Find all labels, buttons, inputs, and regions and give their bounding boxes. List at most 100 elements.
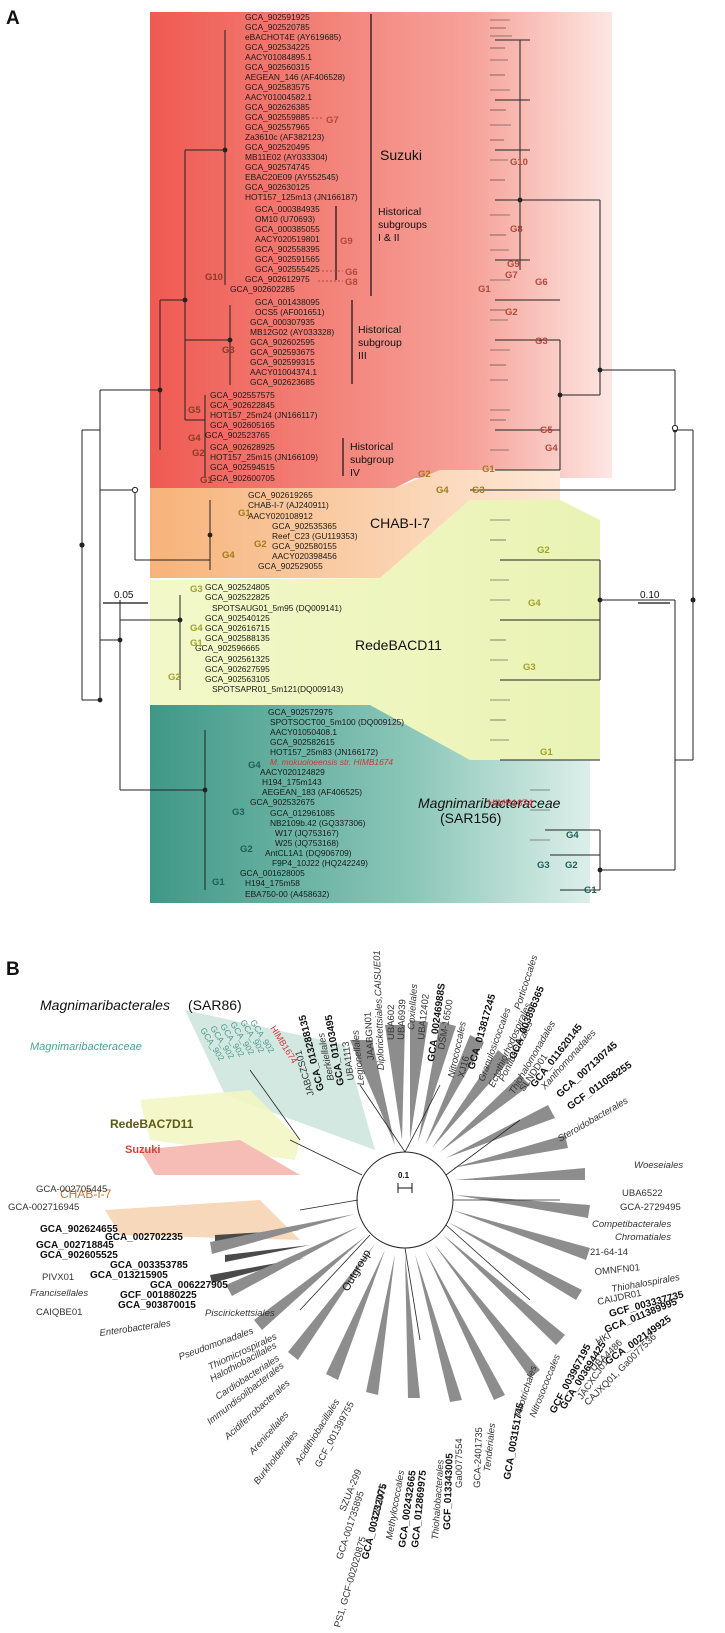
group-label: G8 [345, 277, 358, 288]
leaf-label: H194_175m58 [245, 878, 300, 888]
leaf-label: AACY01084895.1 [245, 52, 312, 62]
group-label: G4 [528, 598, 541, 609]
taxon-label: GCF_013343005 [442, 1453, 456, 1530]
clade-label-hist: subgroup [350, 454, 394, 466]
leaf-label: GCA_902599315 [250, 357, 315, 367]
group-label: G6 [535, 277, 548, 288]
taxon-label: PIVX01 [42, 1272, 74, 1283]
leaf-label: H194_175m143 [262, 777, 322, 787]
leaf-label: AACY01050408.1 [270, 727, 337, 737]
leaf-label: GCA_902560315 [245, 62, 310, 72]
group-label: G8 [510, 224, 523, 235]
leaf-label: GCA_902558395 [255, 244, 320, 254]
group-label: G2 [418, 469, 431, 480]
leaf-label: GCA_902532675 [250, 797, 315, 807]
magni-leaves: GCA_902572975 SPOTSOCT00_5m100 (DQ009125… [240, 707, 404, 899]
group-label: G2 [240, 844, 253, 855]
group-label: G3 [232, 807, 245, 818]
clade-label-rede: RedeBACD11 [355, 637, 442, 653]
leaf-label: GCA_902557965 [245, 122, 310, 132]
open-node [671, 424, 679, 432]
group-label: G3 [222, 345, 235, 356]
taxon-label: GCA-002716945 [8, 1202, 79, 1213]
group-label: G1 [478, 284, 491, 295]
clade-label-hist: subgroup [358, 337, 402, 349]
title-magnimaribacterales: Magnimaribacterales [40, 997, 170, 1013]
leaf-label: GCA_902540125 [205, 613, 270, 623]
clade-label-hist: Historical [378, 206, 421, 218]
leaf-label: GCA_902593675 [250, 347, 315, 357]
group-label: G10 [205, 272, 223, 283]
taxon-label: Ga0077554 [454, 1438, 465, 1488]
clade-bars [335, 14, 372, 476]
leaf-label: AEGEAN_183 (AF406525) [262, 787, 362, 797]
leaf-label: AACY01004374.1 [250, 367, 317, 377]
leaf-label: GCA_001628005 [240, 868, 305, 878]
leaf-label: MB11E02 (AY033304) [245, 152, 328, 162]
taxon-label: Competibacterales [592, 1219, 671, 1230]
clade-label-hist: IV [350, 467, 360, 479]
group-label: G1 [540, 747, 553, 758]
leaf-label: Za3610c (AF382123) [245, 132, 324, 142]
leaf-label: NB2109b.42 (GQ337306) [270, 818, 366, 828]
leaf-label: GCA_902561325 [205, 654, 270, 664]
taxon-label: Thiohalospirales [611, 1272, 681, 1295]
scale-label-right: 0.10 [640, 590, 660, 601]
leaf-label: EBAC20E09 (AY552545) [245, 172, 339, 182]
right-tree [470, 39, 694, 891]
leaf-label: GCA_902572975 [268, 707, 333, 717]
himb-label-right: HIMB1674 [488, 798, 533, 809]
leaf-label: CHAB-I-7 (AJ240911) [248, 500, 329, 510]
leaf-label: AACY020519801 [255, 234, 320, 244]
leaf-label: F9P4_10J22 (HQ242249) [272, 858, 368, 868]
left-tree-nodes [79, 147, 233, 793]
group-label: G1 [200, 475, 213, 486]
group-label: G5 [188, 405, 201, 416]
leaf-label: GCA_902600705 [210, 473, 275, 483]
taxon-label: UBA12402 [416, 993, 432, 1040]
leaf-label: GCA_000384935 [255, 204, 320, 214]
taxon-label: JAABGN01 [363, 1011, 377, 1060]
group-labels-right: G10 G8 G9 G7 G6 G1 G2 G3 G5 G4 G2 G1 G4 … [418, 157, 597, 896]
leaf-label: GCA_902605165 [210, 420, 275, 430]
taxon-label: GCA_903870015 [118, 1300, 196, 1311]
taxon-label: UBA6522 [622, 1188, 663, 1199]
label-magnimaribacteraceae: Magnimaribacteraceae [30, 1041, 142, 1053]
teal-genome-labels: GCA_902 GCA_902 GCA_902 GCA_902 GCA_902 … [198, 1018, 276, 1063]
group-label: G1 [482, 464, 495, 475]
leaf-label: GCA_902596665 [195, 643, 260, 653]
leaf-label: HOT157_25m83 (JN166172) [270, 747, 378, 757]
leaf-label: eBACHOT4E (AY619685) [245, 32, 341, 42]
leaf-label: GCA_902591925 [245, 12, 310, 22]
group-label: G7 [505, 270, 518, 281]
group-dash-lines [308, 117, 343, 282]
right-labels: Thiotrichales Nitrosococcales GCF_003967… [293, 950, 685, 1419]
group-label: G4 [436, 485, 449, 496]
leaf-label: GCA_902582615 [270, 737, 335, 747]
label-redebac7d11: RedeBAC7D11 [110, 1117, 194, 1131]
group-label: G3 [535, 336, 548, 347]
open-node [131, 486, 139, 494]
suzuki-band [150, 12, 612, 488]
label-suzuki-b: Suzuki [125, 1144, 160, 1156]
wedge-rede [140, 1090, 300, 1160]
right-leaf-comb [490, 19, 550, 841]
grey-radial-wedges [210, 1020, 590, 1402]
taxon-label: GCA_902605525 [40, 1250, 118, 1261]
leaf-label: GCA_902619265 [248, 490, 313, 500]
taxon-label: GCA-2401735 [472, 1427, 485, 1488]
group-label: G2 [254, 539, 267, 550]
leaf-label: AACY01004582.1 [245, 92, 312, 102]
leaf-label: GCA_000307935 [250, 317, 315, 327]
leaf-label: HOT157_125m13 (JN166187) [245, 192, 358, 202]
taxon-label: Chromatiales [615, 1232, 671, 1243]
clade-label-hist: subgroups [378, 219, 427, 231]
tree-center-ring [356, 1151, 454, 1249]
taxon-label: UBA6939 [396, 999, 408, 1040]
leaf-label: Reef_C23 (GU119353) [272, 531, 358, 541]
taxon-label: Coxiellales [406, 983, 420, 1030]
leaf-label: AACY020108912 [248, 511, 313, 521]
leaf-label: GCA_902529055 [258, 561, 323, 571]
taxon-label: 21-64-14 [590, 1247, 628, 1258]
